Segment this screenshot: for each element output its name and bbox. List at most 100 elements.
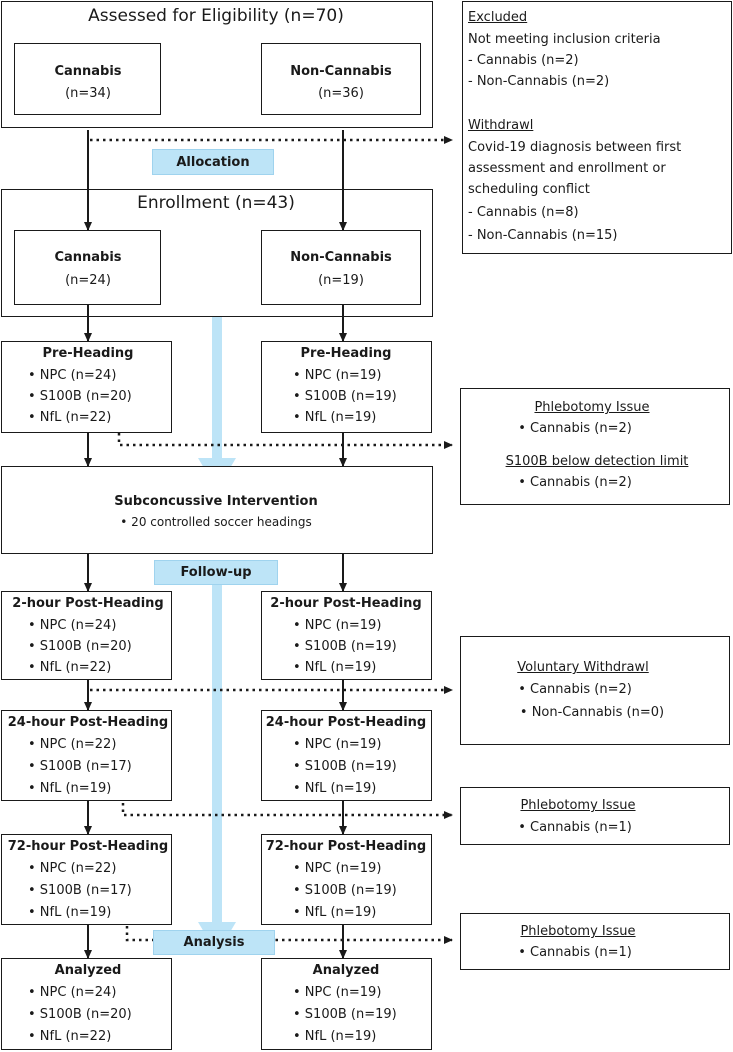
enroll-noncannabis-n: (n=19) <box>318 273 364 288</box>
phlebotomy-issue-heading: Phlebotomy Issue <box>520 924 636 939</box>
analyzed-noncannabis-box <box>261 958 432 1050</box>
intervention-title: Subconcussive Intervention <box>114 494 318 509</box>
stage-analysis: Analysis <box>153 930 275 955</box>
excluded-heading: Excluded <box>468 10 528 25</box>
enrollment-title: Enrollment (n=43) <box>137 193 295 213</box>
analyzed-cannabis-line: • NfL (n=22) <box>28 1029 112 1044</box>
intervention-box <box>1 466 433 554</box>
post72-noncannabis-box <box>261 834 432 925</box>
pre-heading-cannabis-line: • NPC (n=24) <box>28 368 117 383</box>
withdrawl-line: scheduling conflict <box>468 182 590 197</box>
s100b-detection-heading: S100B below detection limit <box>505 454 689 469</box>
assessed-cannabis-box <box>14 43 161 115</box>
post24-noncannabis-line: • NPC (n=19) <box>293 737 382 752</box>
dotted-to-issue3 <box>125 926 453 944</box>
stage-allocation: Allocation <box>152 149 274 175</box>
post24-noncannabis-title: 24-hour Post-Heading <box>265 715 427 730</box>
assessed-noncannabis-n: (n=36) <box>318 86 364 101</box>
post72-noncannabis-line: • NfL (n=19) <box>293 905 377 920</box>
excluded-box <box>462 1 732 254</box>
analyzed-cannabis-title: Analyzed <box>54 963 122 978</box>
excluded-line: - Non-Cannabis (n=2) <box>468 74 610 89</box>
phlebotomy-issue-line: • Cannabis (n=1) <box>518 945 632 960</box>
post24-noncannabis-line: • S100B (n=19) <box>293 759 397 774</box>
post24-noncannabis-line: • NfL (n=19) <box>293 781 377 796</box>
post24-cannabis-box <box>1 710 172 801</box>
post2-cannabis-line: • NfL (n=22) <box>28 660 112 675</box>
excluded-line: - Cannabis (n=2) <box>468 53 579 68</box>
pre-heading-cannabis-box <box>1 341 172 433</box>
timeline-arrow-shaft-2 <box>212 560 222 922</box>
pre-heading-cannabis-line: • NfL (n=22) <box>28 410 112 425</box>
phlebotomy-issue-line: • Cannabis (n=2) <box>518 421 632 436</box>
s100b-detection-line: • Cannabis (n=2) <box>518 475 632 490</box>
analyzed-cannabis-line: • S100B (n=20) <box>28 1007 132 1022</box>
post2-cannabis-line: • S100B (n=20) <box>28 639 132 654</box>
phlebotomy-issue-heading: Phlebotomy Issue <box>520 798 636 813</box>
analyzed-noncannabis-line: • S100B (n=19) <box>293 1007 397 1022</box>
post72-noncannabis-title: 72-hour Post-Heading <box>265 839 427 854</box>
post24-cannabis-line: • NPC (n=22) <box>28 737 117 752</box>
enroll-cannabis-n: (n=24) <box>65 273 111 288</box>
post72-cannabis-box <box>1 834 172 925</box>
assessed-title: Assessed for Eligibility (n=70) <box>88 6 344 26</box>
withdrawl-line: Covid-19 diagnosis between first <box>468 140 682 155</box>
withdrawl-line: - Non-Cannabis (n=15) <box>468 228 618 243</box>
pre-heading-noncannabis-line: • NfL (n=19) <box>293 410 377 425</box>
pre-heading-noncannabis-line: • S100B (n=19) <box>293 389 397 404</box>
withdrawl-line: assessment and enrollment or <box>468 161 666 176</box>
assessed-noncannabis-label: Non-Cannabis <box>290 64 392 79</box>
post72-noncannabis-line: • S100B (n=19) <box>293 883 397 898</box>
enroll-noncannabis-label: Non-Cannabis <box>290 250 392 265</box>
enrollment-frame <box>1 189 433 317</box>
assessed-cannabis-label: Cannabis <box>54 64 122 79</box>
pre-heading-cannabis-line: • S100B (n=20) <box>28 389 132 404</box>
post2-cannabis-box <box>1 591 172 680</box>
assessed-frame <box>1 1 433 128</box>
post2-noncannabis-line: • NfL (n=19) <box>293 660 377 675</box>
timeline-arrow-shaft <box>212 316 222 458</box>
enroll-noncannabis-box <box>261 230 421 305</box>
pre-heading-noncannabis-line: • NPC (n=19) <box>293 368 382 383</box>
post72-cannabis-line: • NfL (n=19) <box>28 905 112 920</box>
post2-cannabis-line: • NPC (n=24) <box>28 618 117 633</box>
withdrawl-heading: Withdrawl <box>468 118 534 133</box>
post2-cannabis-title: 2-hour Post-Heading <box>12 596 164 611</box>
assessed-cannabis-n: (n=34) <box>65 86 111 101</box>
voluntary-withdrawl-line: • Non-Cannabis (n=0) <box>519 705 665 720</box>
intervention-subtitle: • 20 controlled soccer headings <box>120 515 312 529</box>
stage-follow-up: Follow-up <box>154 560 278 585</box>
analyzed-noncannabis-title: Analyzed <box>312 963 380 978</box>
post72-cannabis-line: • NPC (n=22) <box>28 861 117 876</box>
post2-noncannabis-line: • S100B (n=19) <box>293 639 397 654</box>
excluded-line: Not meeting inclusion criteria <box>468 32 661 47</box>
analyzed-noncannabis-line: • NPC (n=19) <box>293 985 382 1000</box>
voluntary-withdrawl-box <box>460 636 730 745</box>
phlebotomy-issue-line: • Cannabis (n=1) <box>518 820 632 835</box>
voluntary-withdrawl-heading: Voluntary Withdrawl <box>517 660 649 675</box>
phlebotomy-issue-box-2 <box>460 787 730 845</box>
post2-noncannabis-line: • NPC (n=19) <box>293 618 382 633</box>
dotted-to-issue2 <box>121 803 453 819</box>
phlebotomy-issue-heading: Phlebotomy Issue <box>534 400 650 415</box>
post24-cannabis-line: • S100B (n=17) <box>28 759 132 774</box>
pre-heading-noncannabis-title: Pre-Heading <box>300 346 392 361</box>
analyzed-cannabis-box <box>1 958 172 1050</box>
pre-heading-cannabis-title: Pre-Heading <box>42 346 134 361</box>
post2-noncannabis-box <box>261 591 432 680</box>
analyzed-cannabis-line: • NPC (n=24) <box>28 985 117 1000</box>
post24-cannabis-title: 24-hour Post-Heading <box>7 715 169 730</box>
pre-heading-noncannabis-box <box>261 341 432 433</box>
withdrawl-line: - Cannabis (n=8) <box>468 205 579 220</box>
phlebotomy-issue-box-3 <box>460 913 730 970</box>
post24-noncannabis-box <box>261 710 432 801</box>
enroll-cannabis-label: Cannabis <box>54 250 122 265</box>
dotted-to-issue1 <box>117 433 453 449</box>
post72-noncannabis-line: • NPC (n=19) <box>293 861 382 876</box>
assessed-noncannabis-box <box>261 43 421 115</box>
voluntary-withdrawl-line: • Cannabis (n=2) <box>518 682 632 697</box>
post72-cannabis-title: 72-hour Post-Heading <box>7 839 169 854</box>
post2-noncannabis-title: 2-hour Post-Heading <box>270 596 422 611</box>
phlebotomy-issue-box-1 <box>460 388 730 505</box>
post24-cannabis-line: • NfL (n=19) <box>28 781 112 796</box>
